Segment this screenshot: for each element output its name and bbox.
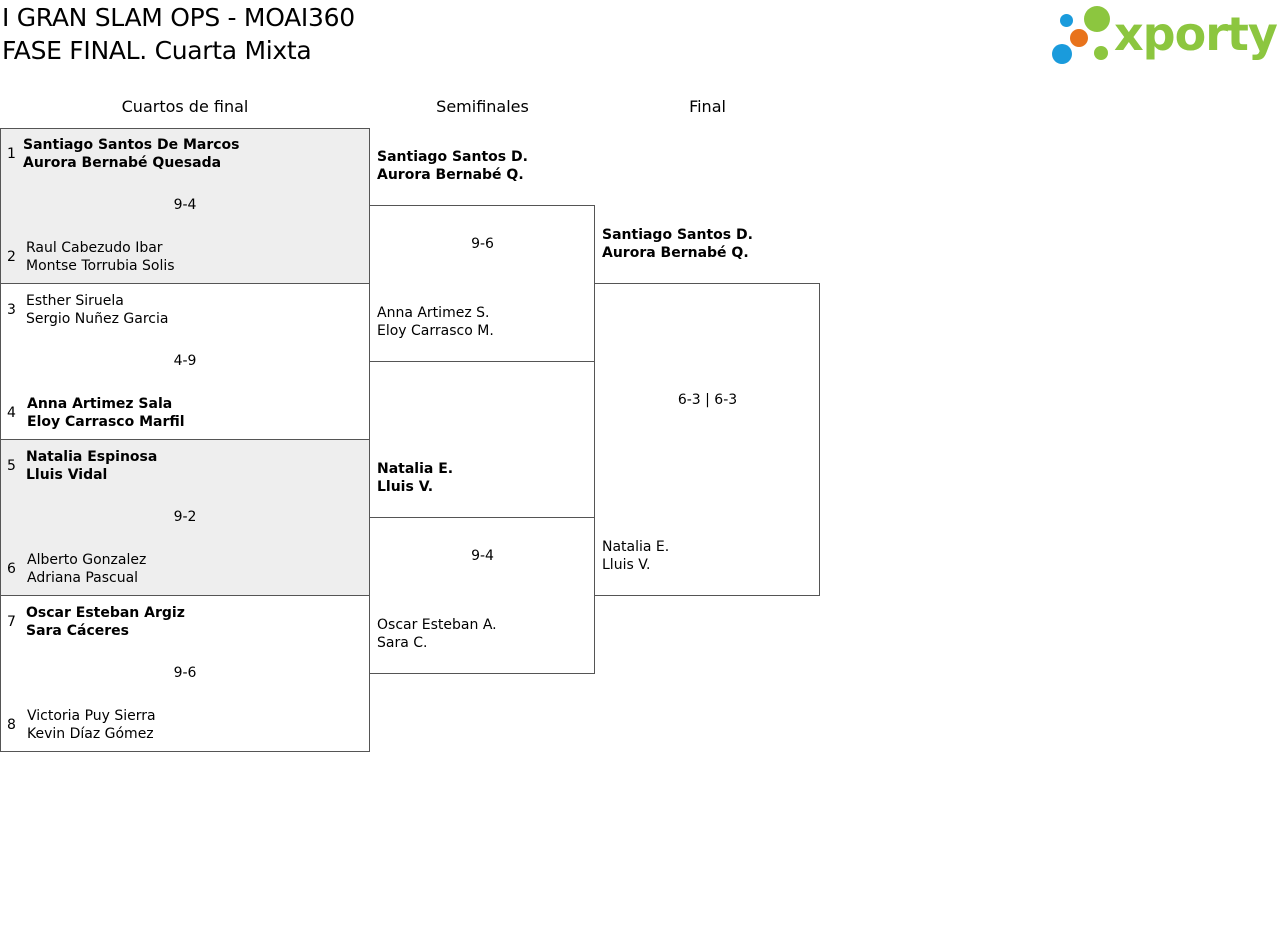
- player-name: Oscar Esteban Argiz: [26, 605, 185, 621]
- player-name: Santiago Santos D.: [377, 149, 528, 165]
- player-name: Natalia E.: [602, 539, 670, 555]
- team-names: Anna Artimez S. Eloy Carrasco M.: [377, 304, 494, 340]
- seed-number: 7: [7, 614, 16, 630]
- player-name: Adriana Pascual: [27, 570, 139, 586]
- player-name: Lluis Vidal: [26, 467, 108, 483]
- logo-wordmark: xporty: [1114, 7, 1278, 61]
- player-name: Aurora Bernabé Quesada: [23, 155, 222, 171]
- logo-dot-blue-small: [1060, 14, 1073, 27]
- player-name: Sara C.: [377, 635, 428, 651]
- final-match: [594, 283, 820, 596]
- seed-number: 3: [7, 302, 16, 318]
- player-name: Anna Artimez S.: [377, 305, 490, 321]
- team-names: Natalia E. Lluis V.: [602, 538, 669, 574]
- logo-dot-blue: [1052, 44, 1072, 64]
- team-names: Natalia E. Lluis V.: [377, 460, 453, 496]
- player-name: Natalia Espinosa: [26, 449, 158, 465]
- player-name: Montse Torrubia Solis: [26, 258, 175, 274]
- logo-dot-green: [1084, 6, 1110, 32]
- player-name: Lluis V.: [602, 557, 651, 573]
- round-header-semifinals: Semifinales: [436, 97, 529, 116]
- team-names: Oscar Esteban Argiz Sara Cáceres: [26, 604, 185, 640]
- seed-number: 6: [7, 561, 16, 577]
- player-name: Raul Cabezudo Ibar: [26, 240, 163, 256]
- match-score: 4-9: [173, 353, 197, 369]
- player-name: Esther Siruela: [26, 293, 124, 309]
- quarterfinal-match-1: [0, 128, 370, 284]
- round-header-final: Final: [689, 97, 726, 116]
- match-score: 9-4: [471, 548, 494, 564]
- player-name: Santiago Santos De Marcos: [23, 137, 240, 153]
- match-score: 9-6: [173, 665, 197, 681]
- player-name: Aurora Bernabé Q.: [377, 167, 524, 183]
- page-title: I GRAN SLAM OPS - MOAI360: [2, 3, 355, 32]
- player-name: Sara Cáceres: [26, 623, 130, 639]
- seed-number: 2: [7, 249, 16, 265]
- team-names: Santiago Santos D. Aurora Bernabé Q.: [377, 148, 528, 184]
- player-name: Alberto Gonzalez: [27, 552, 147, 568]
- team-names: Raul Cabezudo Ibar Montse Torrubia Solis: [26, 239, 175, 275]
- team-names: Oscar Esteban A. Sara C.: [377, 616, 497, 652]
- quarterfinal-match-3: [0, 439, 370, 596]
- player-name: Aurora Bernabé Q.: [602, 245, 749, 261]
- page-subtitle: FASE FINAL. Cuarta Mixta: [2, 36, 312, 65]
- team-names: Esther Siruela Sergio Nuñez Garcia: [26, 292, 168, 328]
- player-name: Oscar Esteban A.: [377, 617, 497, 633]
- xporty-logo: xporty: [1050, 4, 1278, 68]
- player-name: Natalia E.: [377, 461, 454, 477]
- player-name: Victoria Puy Sierra: [27, 708, 156, 724]
- player-name: Eloy Carrasco M.: [377, 323, 494, 339]
- player-name: Eloy Carrasco Marfil: [27, 414, 185, 430]
- team-names: Victoria Puy Sierra Kevin Díaz Gómez: [27, 707, 156, 743]
- team-names: Santiago Santos De Marcos Aurora Bernabé…: [23, 136, 240, 172]
- seed-number: 5: [7, 458, 16, 474]
- team-names: Santiago Santos D. Aurora Bernabé Q.: [602, 226, 753, 262]
- player-name: Lluis V.: [377, 479, 434, 495]
- round-header-quarterfinals: Cuartos de final: [121, 97, 249, 116]
- match-score: 9-6: [471, 236, 494, 252]
- player-name: Anna Artimez Sala: [27, 396, 173, 412]
- team-names: Natalia Espinosa Lluis Vidal: [26, 448, 157, 484]
- match-score: 9-4: [173, 197, 197, 213]
- seed-number: 1: [7, 146, 16, 162]
- player-name: Kevin Díaz Gómez: [27, 726, 154, 742]
- logo-dot-orange: [1070, 29, 1088, 47]
- seed-number: 8: [7, 717, 16, 733]
- seed-number: 4: [7, 405, 16, 421]
- match-score: 9-2: [173, 509, 197, 525]
- match-score: 6-3 | 6-3: [677, 392, 738, 408]
- player-name: Santiago Santos D.: [602, 227, 753, 243]
- player-name: Sergio Nuñez Garcia: [26, 311, 169, 327]
- team-names: Anna Artimez Sala Eloy Carrasco Marfil: [27, 395, 185, 431]
- team-names: Alberto Gonzalez Adriana Pascual: [27, 551, 146, 587]
- logo-dot-green-small: [1094, 46, 1108, 60]
